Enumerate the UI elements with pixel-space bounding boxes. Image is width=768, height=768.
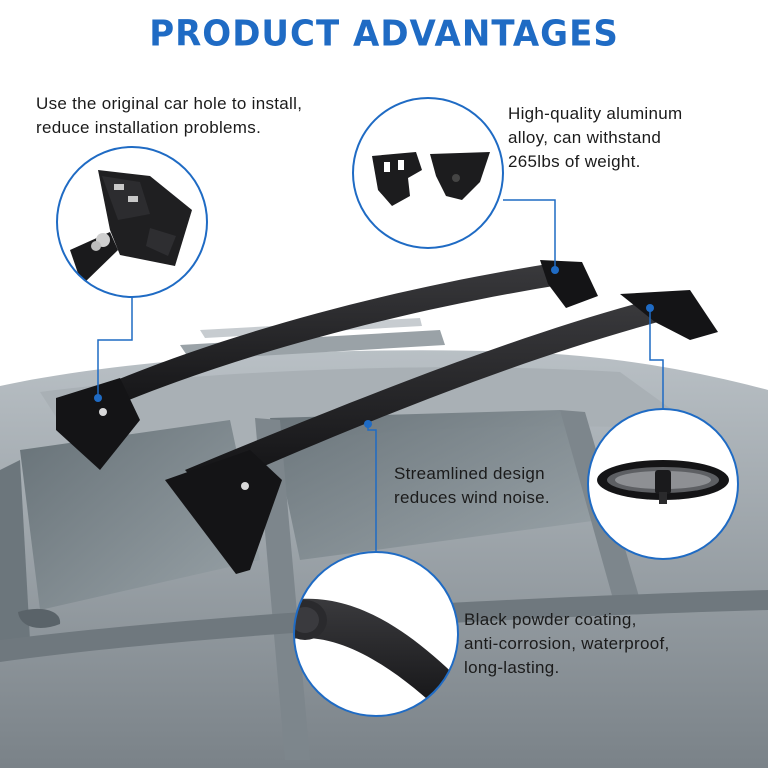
aluminum-note: High-quality aluminum alloy, can withsta…: [508, 102, 682, 174]
detail-circle-aero-profile: [587, 408, 739, 560]
install-note: Use the original car hole to install, re…: [36, 92, 302, 140]
page-title: PRODUCT ADVANTAGES: [149, 13, 619, 55]
detail-circle-aluminum-brackets: [352, 97, 504, 249]
detail-circle-mount-foot: [56, 146, 208, 298]
coating-note-line: anti-corrosion, waterproof,: [464, 634, 670, 653]
install-note-line: Use the original car hole to install,: [36, 94, 303, 113]
callout-dots: [94, 266, 654, 428]
streamlined-note-line: Streamlined design: [394, 464, 545, 483]
coating-note: Black powder coating, anti-corrosion, wa…: [464, 608, 670, 680]
coating-note-line: Black powder coating,: [464, 610, 637, 629]
aluminum-note-line: 265lbs of weight.: [508, 152, 641, 171]
crossbar-lower: [165, 290, 718, 574]
coating-note-line: long-lasting.: [464, 658, 560, 677]
streamlined-note: Streamlined design reduces wind noise.: [394, 462, 550, 510]
detail-circle-powder-coat: [293, 551, 459, 717]
aluminum-note-line: alloy, can withstand: [508, 128, 662, 147]
streamlined-note-line: reduces wind noise.: [394, 488, 550, 507]
install-note-line: reduce installation problems.: [36, 118, 262, 137]
aluminum-note-line: High-quality aluminum: [508, 104, 683, 123]
